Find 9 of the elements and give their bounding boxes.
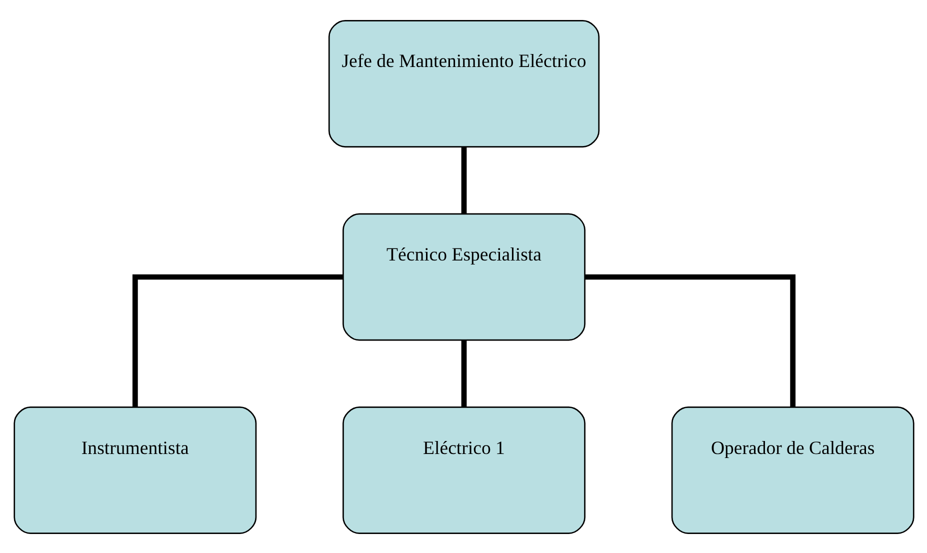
connector: [460, 146, 466, 214]
connector: [460, 340, 466, 406]
node-box: Jefe de Mantenimiento Eléctrico: [328, 19, 600, 147]
node-box: Técnico Especialista: [342, 212, 585, 340]
connector: [132, 274, 342, 406]
node-box: Operador de Calderas: [670, 406, 914, 534]
connector: [584, 274, 796, 406]
node-box: Instrumentista: [13, 406, 256, 534]
node-box: Eléctrico 1: [342, 406, 585, 534]
